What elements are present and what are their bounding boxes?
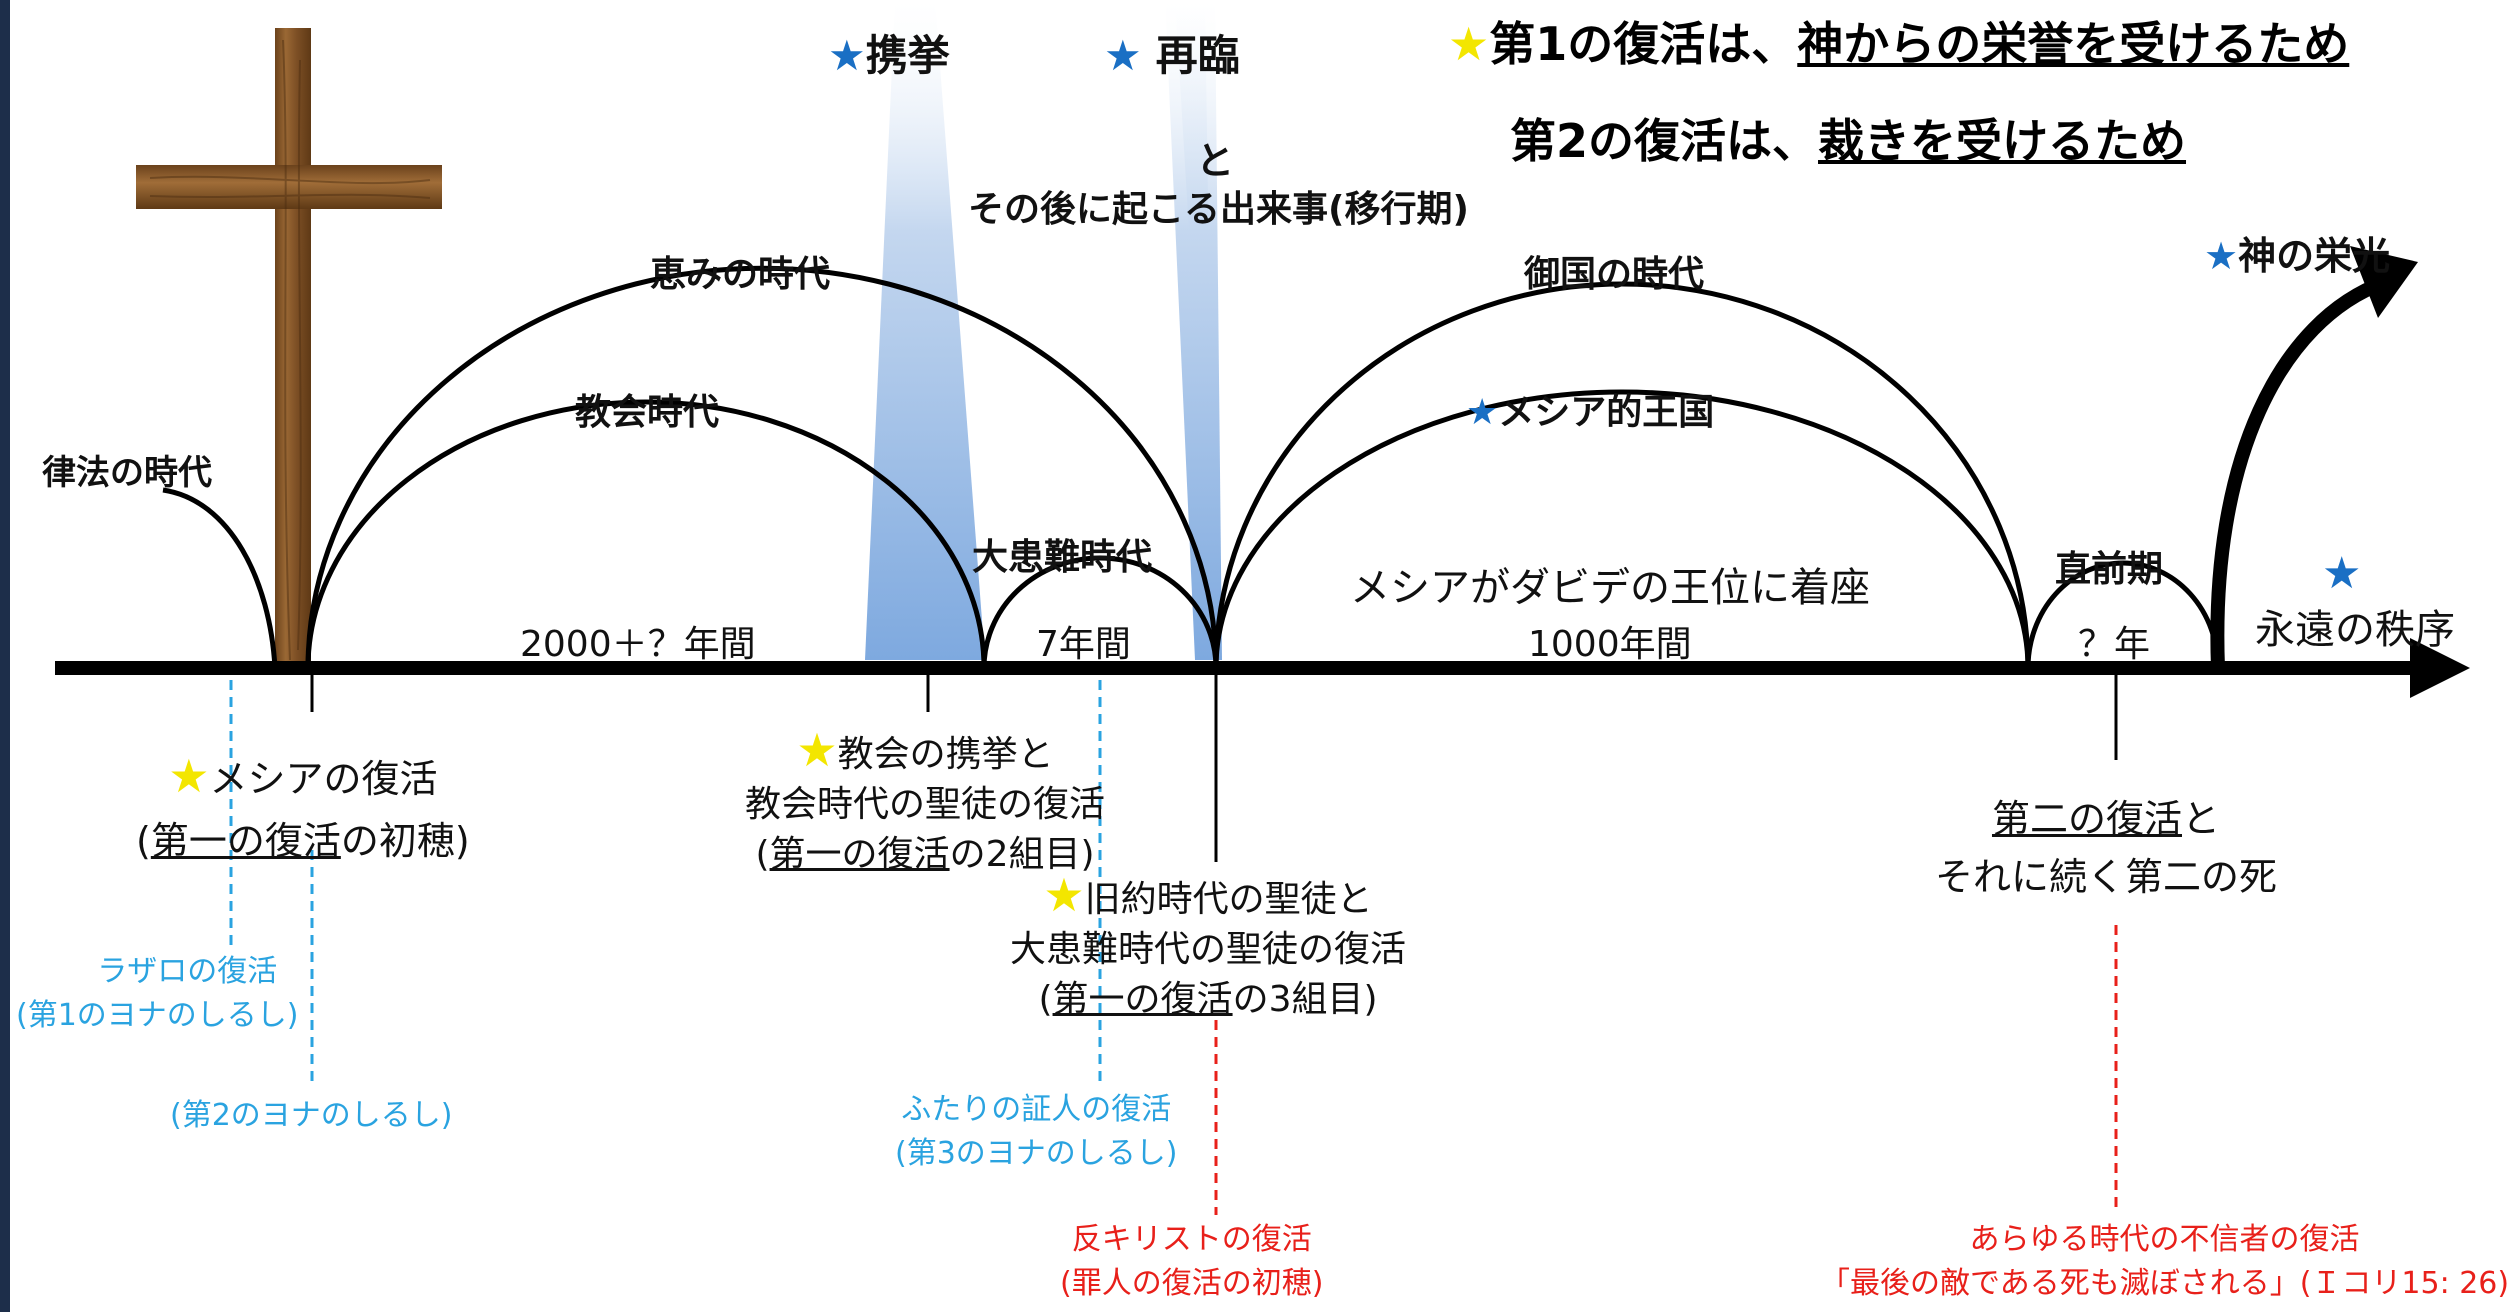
church-resurrection: ★教会の携挙と 教会時代の聖徒の復活 (第一の復活の2組目) — [745, 725, 1105, 880]
rapture-beam — [865, 0, 985, 660]
witnesses-line2: (第3のヨナのしるし) — [895, 1136, 1178, 1171]
glory-arrowhead — [2350, 246, 2418, 318]
lazarus-line2: (第1のヨナのしるし) — [16, 998, 299, 1033]
header-line2: 第2の復活は、裁きを受けるため — [1510, 105, 2186, 171]
unbelievers-note: あらゆる時代の不信者の復活 「最後の敵である死も滅ぼされる」(Ｉコリ15: 26… — [1820, 1218, 2509, 1306]
blue-star-icon: ★ — [1104, 31, 1142, 80]
first-resurrection-underlined: 第一の復活 — [150, 819, 341, 863]
paren-open: ( — [136, 819, 151, 863]
blue-star-icon: ★ — [2322, 548, 2362, 599]
antichrist-note: 反キリストの復活 (罪人の復活の初穂) — [1060, 1218, 1323, 1306]
ot-line2: 大患難時代の聖徒の復活 — [1010, 929, 1407, 970]
ot-line1-text: 旧約時代の聖徒と — [1084, 879, 1373, 920]
and-label: と — [1196, 139, 1235, 183]
glory-label: ★神の栄光 — [2204, 225, 2390, 280]
paren-open: ( — [755, 834, 770, 875]
church-line3-post: の2組目) — [949, 834, 1095, 875]
header-line1: ★第1の復活は、神からの栄誉を受けるため — [1448, 8, 2349, 74]
first-resurrection-underlined: 第一の復活 — [1052, 979, 1233, 1020]
second-resurrection: 第二の復活と それに続く第二の死 — [1935, 790, 2277, 906]
lazarus-sign: ラザロの復活 (第1のヨナのしるし) — [16, 950, 299, 1038]
messiah-line2-post: の初穂) — [340, 819, 470, 863]
kingdom-arc — [1213, 281, 2031, 669]
messiah-line1-text: メシアの復活 — [209, 757, 438, 801]
messianic-kingdom-text: メシア的王国 — [1498, 392, 1715, 433]
tribulation-arc — [981, 555, 1219, 669]
left-frame-border — [0, 0, 10, 1312]
antichrist-line2: (罪人の復活の初穂) — [1060, 1266, 1324, 1301]
witnesses-line1: ふたりの証人の復活 — [901, 1092, 1172, 1127]
header-line2-prefix: 第2の復活は、 — [1510, 114, 1819, 168]
timeline-arrowhead — [2410, 638, 2470, 698]
messiah-line2: (第一の復活の初穂) — [136, 810, 470, 872]
unbelievers-line2: 「最後の敵である死も滅ぼされる」(Ｉコリ15: 26) — [1820, 1266, 2509, 1301]
grace-arc — [305, 265, 1219, 669]
church-arc — [305, 399, 987, 669]
return-text: 再臨 — [1155, 31, 1240, 80]
second-line1-post: と — [2182, 797, 2221, 841]
kingdom-era-label: 御国の時代 — [1524, 254, 1705, 295]
glory-arrow — [2210, 275, 2388, 669]
messianic-kingdom-label: ★メシア的王国 — [1466, 383, 1714, 435]
pre-period-label: 直前期 — [2055, 549, 2164, 590]
tribulation-era-label: 大患難時代 — [972, 537, 1153, 578]
eternal-label: 永遠の秩序 — [2255, 607, 2455, 653]
yellow-star-icon: ★ — [796, 723, 838, 777]
antichrist-line1: 反キリストの復活 — [1071, 1222, 1312, 1257]
header-line1-underlined: 神からの栄誉を受けるため — [1797, 17, 2350, 71]
header-line1-prefix: 第1の復活は、 — [1489, 17, 1798, 71]
ot-resurrection: ★旧約時代の聖徒と 大患難時代の聖徒の復活 (第一の復活の3組目) — [1010, 870, 1406, 1025]
transition-label: その後に起こる出来事(移行期) — [968, 189, 1469, 230]
messiah-throne-label: メシアがダビデの王位に着座 — [1350, 565, 1870, 611]
messiah-line1: ★メシアの復活 — [136, 745, 470, 810]
yellow-star-icon: ★ — [1448, 17, 1490, 71]
header-line2-underlined: 裁きを受けるため — [1818, 114, 2187, 168]
messianic-arc — [1213, 389, 2031, 669]
first-resurrection-underlined: 第一の復活 — [769, 834, 950, 875]
return-label: ★ 再臨 — [1104, 22, 1240, 83]
second-line1: 第二の復活と — [1935, 790, 2277, 848]
church-years-label: 2000＋？年間 — [520, 624, 756, 665]
glory-text: 神の栄光 — [2238, 234, 2391, 278]
tribulation-years-label: 7年間 — [1036, 624, 1131, 665]
witnesses-sign: ふたりの証人の復活 (第3のヨナのしるし) — [895, 1088, 1178, 1176]
return-beam-wide — [1165, 0, 1222, 660]
unknown-years-label: ？年 — [2078, 624, 2151, 665]
ot-line3-post: の3組目) — [1232, 979, 1378, 1020]
grace-era-label: 恵みの時代 — [650, 254, 831, 295]
church-line3: (第一の復活の2組目) — [745, 830, 1105, 880]
second-resurrection-underlined: 第二の復活 — [1991, 797, 2182, 841]
second-line2: それに続く第二の死 — [1935, 855, 2278, 899]
church-line2: 教会時代の聖徒の復活 — [745, 784, 1106, 825]
blue-star-icon: ★ — [828, 31, 866, 80]
law-arc — [162, 487, 278, 669]
yellow-star-icon: ★ — [168, 749, 210, 803]
blue-star-icon: ★ — [2204, 234, 2239, 278]
church-era-label: 教会時代 — [575, 392, 720, 433]
church-line1: ★教会の携挙と — [745, 725, 1105, 780]
unbelievers-line1: あらゆる時代の不信者の復活 — [1969, 1222, 2360, 1257]
ot-line3: (第一の復活の3組目) — [1010, 975, 1406, 1025]
rapture-label: ★携挙 — [828, 22, 950, 83]
paren-open: ( — [1038, 979, 1053, 1020]
jonah2-sign: (第2のヨナのしるし) — [170, 1098, 453, 1133]
cross-icon — [136, 28, 442, 668]
lazarus-line1: ラザロの復活 — [97, 954, 278, 989]
church-line1-text: 教会の携挙と — [837, 734, 1054, 775]
law-era-label: 律法の時代 — [42, 453, 212, 493]
ot-line1: ★旧約時代の聖徒と — [1010, 870, 1406, 925]
rapture-text: 携挙 — [865, 31, 950, 80]
timeline-axis — [55, 661, 2445, 675]
messiah-resurrection: ★メシアの復活 (第一の復活の初穂) — [136, 745, 470, 872]
eternal-star: ★ — [2322, 548, 2361, 599]
millennium-years-label: 1000年間 — [1528, 624, 1692, 665]
blue-star-icon: ★ — [1466, 392, 1499, 433]
pre-period-arc — [2025, 560, 2221, 669]
yellow-star-icon: ★ — [1043, 868, 1085, 922]
